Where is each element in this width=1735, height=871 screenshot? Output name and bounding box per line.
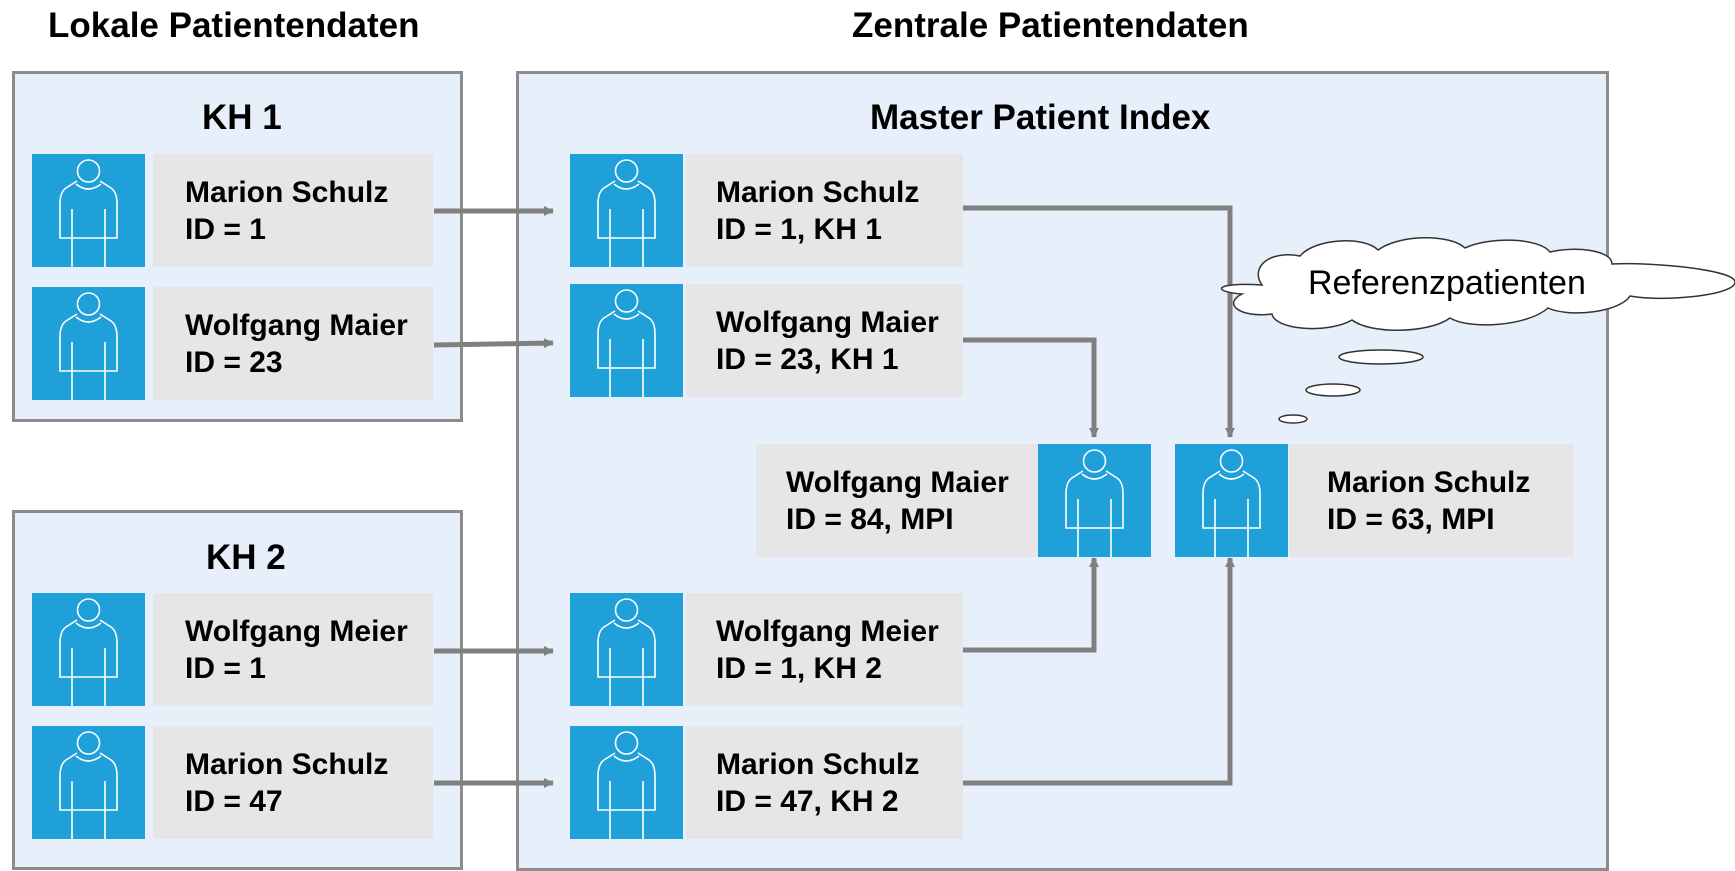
patient-name: Marion Schulz [1327, 465, 1531, 499]
person-icon [32, 287, 145, 400]
mpi-record-card: Marion Schulz ID = 47, KH 2 [686, 726, 963, 839]
arrow-mpi-maier-kh1-to-ref [963, 337, 1099, 438]
arrow-mpi-schulz-kh1-to-ref [963, 205, 1235, 438]
patient-id: ID = 84, MPI [786, 502, 954, 536]
thought-cloud-icon [1220, 237, 1735, 424]
patient-id: ID = 1 [185, 212, 266, 246]
patient-name: Wolfgang Maier [716, 305, 939, 339]
person-icon [32, 726, 145, 839]
patient-id: ID = 1 [185, 651, 266, 685]
patient-id: ID = 23 [185, 345, 283, 379]
mpi-record-card: Wolfgang Maier ID = 23, KH 1 [686, 284, 963, 397]
patient-card: Wolfgang Meier ID = 1 [153, 593, 433, 706]
person-icon [1175, 444, 1288, 557]
patient-name: Wolfgang Maier [786, 465, 1009, 499]
person-icon [32, 154, 145, 267]
patient-id: ID = 63, MPI [1327, 502, 1495, 536]
patient-id: ID = 1, KH 1 [716, 212, 882, 246]
patient-id: ID = 23, KH 1 [716, 342, 899, 376]
reference-patient-card: Marion Schulz ID = 63, MPI [1289, 444, 1574, 557]
person-icon [32, 593, 145, 706]
patient-name: Wolfgang Meier [185, 614, 408, 648]
patient-name: Marion Schulz [185, 747, 389, 781]
patient-id: ID = 47, KH 2 [716, 784, 899, 818]
arrow-kh1-maier-to-mpi [433, 338, 554, 349]
arrow-mpi-meier-kh2-to-ref [963, 557, 1099, 653]
arrow-mpi-schulz-kh2-to-ref [963, 557, 1235, 786]
person-icon [570, 726, 683, 839]
person-icon [570, 284, 683, 397]
patient-card: Marion Schulz ID = 1 [153, 154, 433, 267]
reference-patient-card: Wolfgang Maier ID = 84, MPI [756, 444, 1038, 557]
patient-name: Marion Schulz [716, 175, 920, 209]
patient-id: ID = 47 [185, 784, 283, 818]
patient-name: Wolfgang Maier [185, 308, 408, 342]
person-icon [570, 593, 683, 706]
patient-name: Wolfgang Meier [716, 614, 939, 648]
cloud-label: Referenzpatienten [1308, 264, 1586, 302]
person-icon [570, 154, 683, 267]
kh2-title: KH 2 [206, 538, 286, 577]
mpi-record-card: Marion Schulz ID = 1, KH 1 [686, 154, 963, 267]
patient-card: Marion Schulz ID = 47 [153, 726, 433, 839]
patient-name: Marion Schulz [716, 747, 920, 781]
heading-local: Lokale Patientendaten [48, 6, 420, 45]
kh1-title: KH 1 [202, 98, 282, 137]
patient-card: Wolfgang Maier ID = 23 [153, 287, 433, 400]
patient-id: ID = 1, KH 2 [716, 651, 882, 685]
mpi-title: Master Patient Index [870, 98, 1211, 137]
heading-central: Zentrale Patientendaten [852, 6, 1249, 45]
mpi-record-card: Wolfgang Meier ID = 1, KH 2 [686, 593, 963, 706]
patient-name: Marion Schulz [185, 175, 389, 209]
person-icon [1038, 444, 1151, 557]
